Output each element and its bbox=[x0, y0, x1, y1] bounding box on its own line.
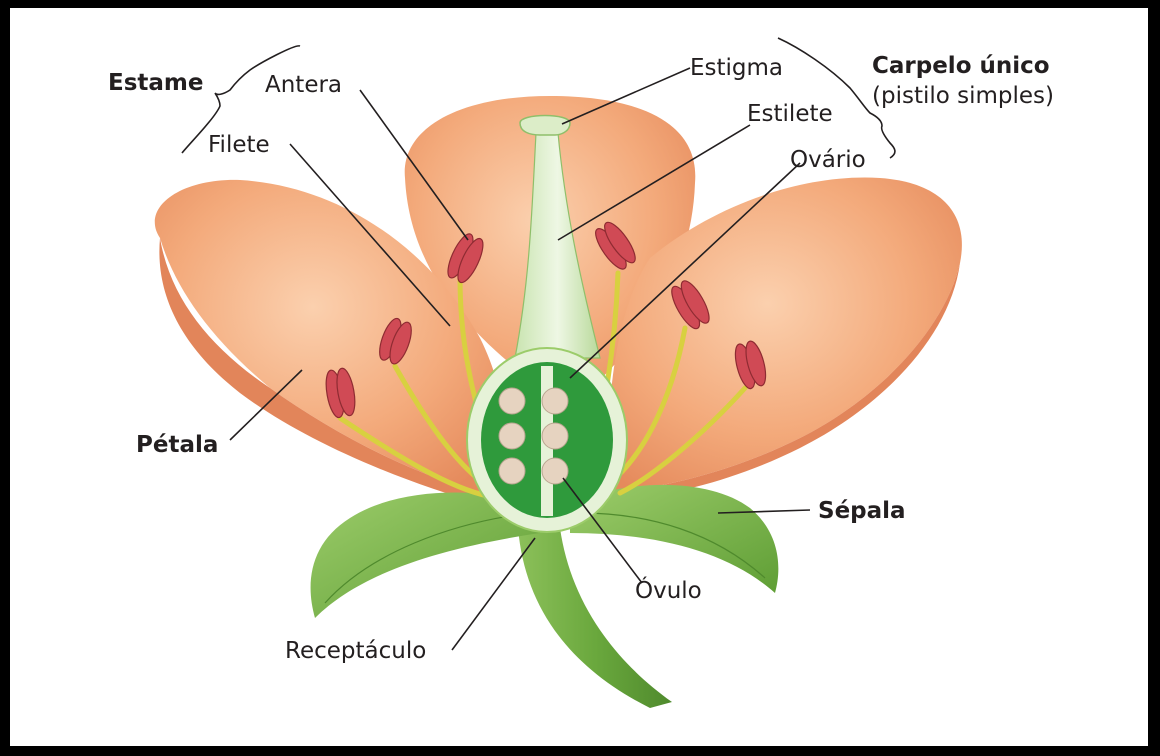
label-carpelo-title: Carpelo único bbox=[872, 53, 1050, 79]
label-carpelo-subtitle: (pistilo simples) bbox=[872, 83, 1054, 109]
label-estilete: Estilete bbox=[747, 101, 833, 127]
diagram-frame: Estame Antera Filete Estigma Estilete Ov… bbox=[10, 8, 1148, 746]
stigma bbox=[520, 116, 570, 136]
label-ovario: Ovário bbox=[790, 147, 866, 173]
ovary bbox=[467, 348, 627, 532]
label-sepala: Sépala bbox=[818, 498, 906, 524]
label-receptaculo: Receptáculo bbox=[285, 638, 426, 664]
label-petala: Pétala bbox=[136, 432, 218, 458]
label-ovulo: Óvulo bbox=[635, 576, 702, 604]
stem bbox=[518, 528, 672, 708]
label-estigma: Estigma bbox=[690, 55, 783, 81]
label-filete: Filete bbox=[208, 132, 270, 158]
flower-diagram: Estame Antera Filete Estigma Estilete Ov… bbox=[10, 8, 1148, 746]
label-antera: Antera bbox=[265, 72, 342, 98]
label-estame: Estame bbox=[108, 70, 203, 96]
